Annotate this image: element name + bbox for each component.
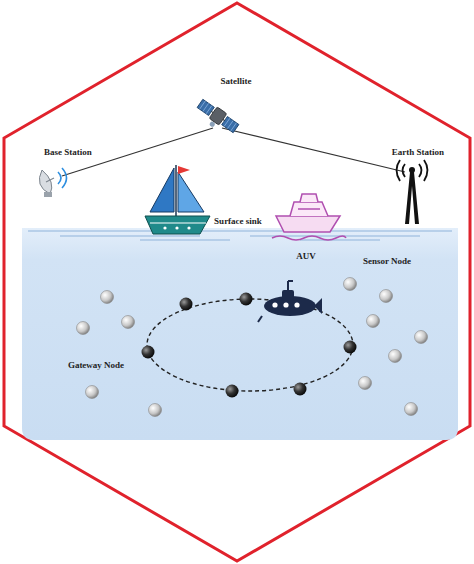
ship-icon — [272, 194, 346, 240]
earth-station-icon — [397, 160, 428, 224]
sensor-node — [86, 386, 99, 399]
gateway-nodes — [142, 293, 357, 398]
sensor-node — [344, 278, 357, 291]
icon-label: Gateway Node — [68, 361, 124, 371]
auv-path — [147, 299, 353, 391]
gateway-node — [142, 346, 155, 359]
sensor-node — [389, 350, 402, 363]
sensor-node — [415, 331, 428, 344]
sensor-node — [405, 403, 418, 416]
gateway-node — [294, 383, 307, 396]
icon-label: Base Station — [44, 148, 92, 158]
sensor-node — [359, 377, 372, 390]
icon-label: Satellite — [221, 77, 252, 87]
icon-label: Sensor Node — [363, 257, 411, 267]
auv-icon — [258, 281, 322, 322]
sensor-node — [149, 404, 162, 417]
sensor-node — [77, 322, 90, 335]
sensor-nodes — [77, 278, 428, 417]
gateway-node — [226, 385, 239, 398]
icon-label: Earth Station — [392, 148, 444, 158]
satellite-link — [62, 128, 405, 176]
sailboat-icon — [145, 165, 210, 234]
sensor-node — [367, 315, 380, 328]
gateway-node — [180, 298, 193, 311]
icon-label: AUV — [296, 252, 316, 262]
water-region — [22, 228, 458, 440]
hexagon-frame — [4, 3, 470, 561]
sensor-node — [122, 316, 135, 329]
gateway-node — [240, 293, 253, 306]
sensor-node — [380, 290, 393, 303]
sensor-node — [101, 291, 114, 304]
icon-label: Surface sink — [214, 217, 262, 227]
wave-lines — [28, 231, 452, 240]
satellite-icon — [193, 98, 240, 139]
base-station-icon — [39, 168, 66, 197]
gateway-node — [344, 341, 357, 354]
